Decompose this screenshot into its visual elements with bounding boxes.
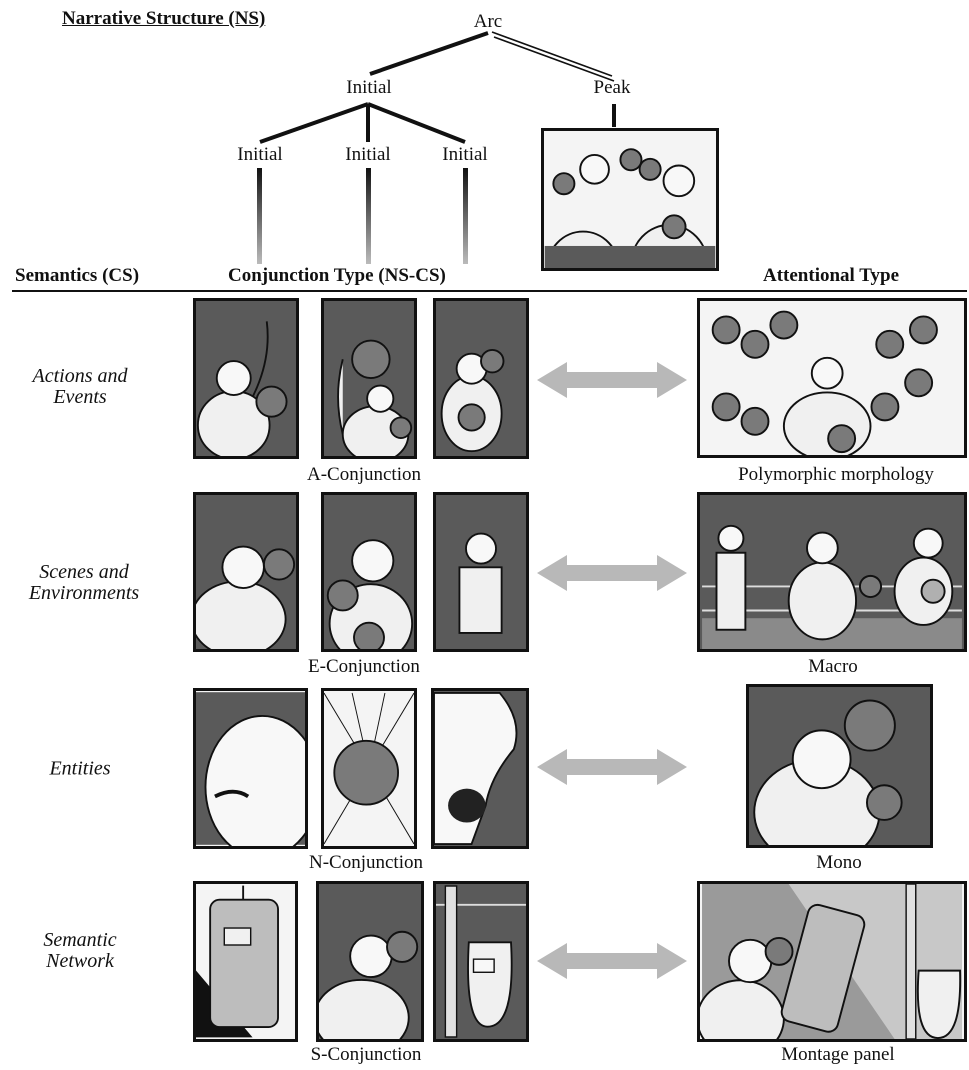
n-conjunction-panel-2 bbox=[321, 688, 417, 849]
double-arrow-icon bbox=[537, 943, 687, 979]
a-conjunction-panel-1 bbox=[193, 298, 299, 459]
boxing-glove-icon bbox=[436, 885, 526, 1038]
header-semantics: Semantics (CS) bbox=[15, 265, 140, 286]
caption-a-conjunction: A-Conjunction bbox=[307, 464, 421, 485]
n-conjunction-panel-1 bbox=[193, 688, 308, 849]
boxer-figure-icon bbox=[196, 321, 288, 456]
double-arrow-icon bbox=[537, 749, 687, 785]
peak-panel bbox=[541, 128, 719, 271]
boxer-figure-icon bbox=[711, 310, 938, 455]
boxer-figure-icon bbox=[319, 930, 419, 1039]
boxer-figure-icon bbox=[544, 148, 716, 268]
s-conjunction-panel-1 bbox=[193, 881, 298, 1042]
punching-bag-icon bbox=[700, 884, 962, 1039]
boxer-figure-icon bbox=[326, 539, 414, 649]
e-conjunction-panel-2 bbox=[321, 492, 417, 652]
header-conjunction-type: Conjunction Type (NS-CS) bbox=[228, 265, 446, 286]
boxer-figure-icon bbox=[434, 691, 518, 846]
a-conjunction-panel-2 bbox=[321, 298, 417, 459]
node-initial-3: Initial bbox=[442, 144, 488, 165]
boxer-figure-icon bbox=[337, 339, 413, 456]
node-arc: Arc bbox=[473, 11, 503, 32]
caption-polymorphic-morphology: Polymorphic morphology bbox=[738, 464, 934, 485]
caption-mono: Mono bbox=[816, 852, 862, 873]
caption-macro: Macro bbox=[808, 656, 858, 677]
boxer-figure-icon bbox=[196, 545, 296, 649]
mono-panel bbox=[746, 684, 933, 848]
double-arrow-icon bbox=[537, 362, 687, 398]
referee-figure-icon bbox=[458, 532, 503, 634]
polymorphic-morphology-panel bbox=[697, 298, 967, 458]
e-conjunction-panel-1 bbox=[193, 492, 299, 652]
caption-montage-panel: Montage panel bbox=[781, 1044, 895, 1065]
boxer-figure-icon bbox=[440, 348, 505, 453]
header-divider bbox=[12, 290, 967, 292]
narrative-structure-title: Narrative Structure (NS) bbox=[62, 8, 266, 29]
macro-panel bbox=[697, 492, 967, 652]
caption-s-conjunction: S-Conjunction bbox=[310, 1044, 422, 1065]
double-arrow-icon bbox=[537, 555, 687, 591]
node-initial-1: Initial bbox=[237, 144, 283, 165]
row-label-entities: Entities bbox=[49, 757, 111, 780]
boxing-glove-icon bbox=[324, 692, 414, 845]
boxer-figure-icon bbox=[702, 524, 962, 649]
montage-panel bbox=[697, 881, 967, 1042]
caption-n-conjunction: N-Conjunction bbox=[309, 852, 423, 873]
s-conjunction-panel-2 bbox=[316, 881, 424, 1042]
punching-bag-icon bbox=[196, 885, 279, 1038]
node-initial: Initial bbox=[346, 77, 392, 98]
n-conjunction-panel-3 bbox=[431, 688, 529, 849]
caption-e-conjunction: E-Conjunction bbox=[308, 656, 420, 677]
narrative-tree-lines bbox=[257, 31, 616, 264]
e-conjunction-panel-3 bbox=[433, 492, 529, 652]
s-conjunction-panel-3 bbox=[433, 881, 529, 1042]
a-conjunction-panel-3 bbox=[433, 298, 529, 459]
header-attentional-type: Attentional Type bbox=[763, 265, 899, 286]
boxer-figure-icon bbox=[196, 692, 305, 846]
boxer-figure-icon bbox=[753, 699, 903, 845]
node-initial-2: Initial bbox=[345, 144, 391, 165]
node-peak: Peak bbox=[593, 77, 631, 98]
